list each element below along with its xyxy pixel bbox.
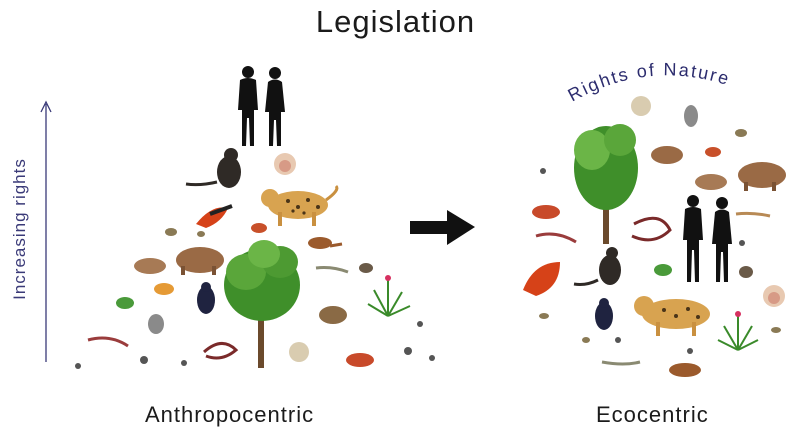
pangolin-icon xyxy=(739,266,753,278)
crab-icon xyxy=(346,353,374,367)
frog-icon xyxy=(705,147,721,157)
jaguar-icon xyxy=(261,186,337,226)
bird-icon xyxy=(196,206,232,228)
frog-icon xyxy=(154,283,174,295)
insect-icon xyxy=(165,228,205,237)
insect-icon xyxy=(75,321,435,369)
crab-icon xyxy=(532,205,560,219)
owl-icon xyxy=(631,96,651,116)
tree-icon xyxy=(574,124,638,244)
pangolin-icon xyxy=(359,263,373,273)
bird-icon xyxy=(197,282,215,314)
anthropocentric-pyramid xyxy=(75,66,435,369)
mammal-icon xyxy=(684,105,698,127)
frog-icon xyxy=(654,264,672,276)
lizard-icon xyxy=(316,268,348,273)
axis-arrow xyxy=(41,102,51,362)
primate-icon xyxy=(574,247,621,285)
anthropocentric-label: Anthropocentric xyxy=(145,402,314,428)
frog-icon xyxy=(116,297,134,309)
ecocentric-circle: Rights of Nature xyxy=(523,59,786,377)
monkey-face-icon xyxy=(763,285,785,307)
bird-icon xyxy=(595,298,613,330)
arc-label-text: Rights of Nature xyxy=(565,59,733,105)
otter-icon xyxy=(669,363,701,377)
capybara-icon xyxy=(134,247,224,275)
mammal-icon xyxy=(148,314,164,334)
frog-icon xyxy=(251,223,267,233)
monkey-face-icon xyxy=(274,153,296,175)
jaguar-icon xyxy=(634,296,710,336)
bird-icon xyxy=(523,262,560,296)
snake-icon xyxy=(88,338,236,358)
ecocentric-label: Ecocentric xyxy=(596,402,709,428)
arrow-right-icon xyxy=(410,210,475,245)
plant-icon xyxy=(368,275,410,316)
owl-icon xyxy=(289,342,309,362)
primate-icon xyxy=(186,148,241,188)
arc-label: Rights of Nature xyxy=(565,59,733,105)
otter-icon xyxy=(308,237,342,249)
human-silhouette-icon xyxy=(238,66,285,146)
human-silhouette-icon xyxy=(683,195,732,282)
rodent-icon xyxy=(319,306,347,324)
plant-icon xyxy=(718,311,758,350)
